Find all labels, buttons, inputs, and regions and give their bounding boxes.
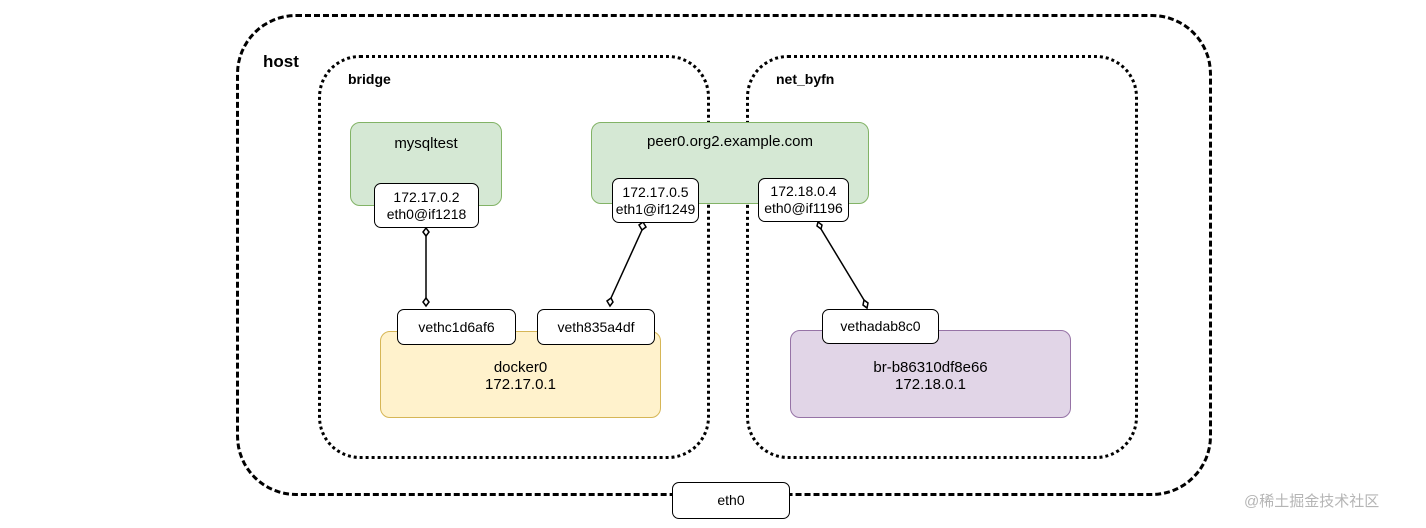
- peer0-eth1-interface[interactable]: 172.17.0.5 eth1@if1249: [612, 178, 699, 223]
- interface-name: eth1@if1249: [615, 200, 696, 217]
- interface-name: eth0@if1218: [386, 205, 467, 222]
- docker0-ip: 172.17.0.1: [485, 376, 556, 393]
- mysqltest-label: mysqltest: [394, 135, 458, 152]
- interface-name: eth0@if1196: [764, 200, 843, 216]
- docker0-label: docker0: [493, 359, 548, 376]
- veth835a4df-interface[interactable]: veth835a4df: [537, 309, 655, 345]
- host-label: host: [263, 52, 299, 71]
- interface-ip: 172.17.0.5: [622, 183, 689, 200]
- interface-name: eth0: [717, 492, 745, 508]
- bridge-network-boundary: [318, 55, 710, 459]
- net-byfn-network-label: net_byfn: [776, 71, 835, 87]
- watermark: @稀土掘金技术社区: [1244, 493, 1380, 510]
- docker0-bridge[interactable]: docker0 172.17.0.1: [380, 331, 661, 418]
- peer0-label: peer0.org2.example.com: [647, 133, 813, 150]
- br-byfn-ip: 172.18.0.1: [895, 376, 966, 393]
- vethadab8c0-interface[interactable]: vethadab8c0: [822, 309, 939, 344]
- interface-name: veth835a4df: [557, 318, 635, 335]
- br-byfn-bridge[interactable]: br-b86310df8e66 172.18.0.1: [790, 330, 1071, 418]
- br-byfn-label: br-b86310df8e66: [873, 359, 988, 376]
- interface-name: vethadab8c0: [840, 318, 921, 334]
- host-eth0-interface[interactable]: eth0: [672, 482, 790, 519]
- net-byfn-network-boundary: [746, 55, 1138, 459]
- interface-name: vethc1d6af6: [418, 318, 495, 335]
- bridge-network-label: bridge: [348, 71, 391, 87]
- vethc1d6af6-interface[interactable]: vethc1d6af6: [397, 309, 516, 345]
- peer0-eth0-interface[interactable]: 172.18.0.4 eth0@if1196: [758, 178, 849, 222]
- mysqltest-eth0-interface[interactable]: 172.17.0.2 eth0@if1218: [374, 183, 479, 228]
- interface-ip: 172.17.0.2: [393, 188, 460, 205]
- interface-ip: 172.18.0.4: [770, 183, 837, 199]
